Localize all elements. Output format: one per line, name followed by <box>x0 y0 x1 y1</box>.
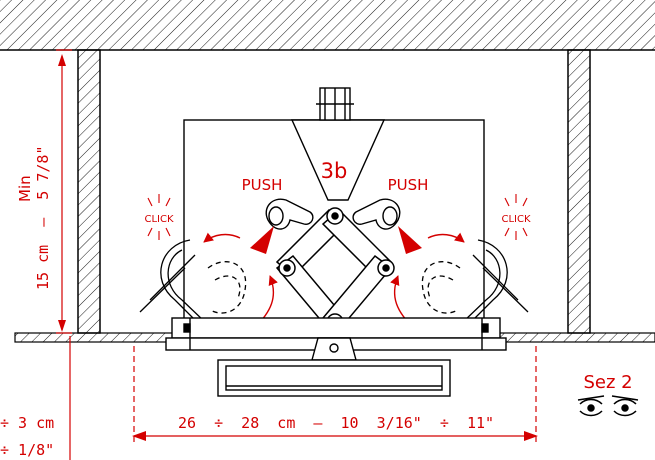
ceiling-stud-right <box>567 49 591 334</box>
thickness-dimension-cm: ÷ 3 cm <box>0 414 54 432</box>
fixture-lens <box>217 359 451 397</box>
ceiling-stud-left <box>77 49 101 334</box>
click-label-right: CLICK <box>501 214 530 225</box>
ceiling-slab <box>0 0 655 51</box>
thickness-dimension-in: ÷ 1/8" <box>0 441 54 459</box>
spring-clip-left <box>139 239 247 326</box>
width-dimension-label: 26 ÷ 28 cm – 10 3/16" ÷ 11" <box>178 414 494 432</box>
push-label-right: PUSH <box>388 176 429 194</box>
hand-left-icon <box>265 198 314 230</box>
spring-clip-right <box>421 239 529 326</box>
eyes-icon <box>577 395 639 417</box>
push-arrow-left-icon <box>250 226 274 254</box>
scissor-mechanism <box>275 207 395 332</box>
min-label: Min <box>16 175 34 202</box>
push-label-left: PUSH <box>242 176 283 194</box>
click-burst-right-icon <box>504 194 528 240</box>
fixture-trim <box>165 317 507 361</box>
hand-right-icon <box>352 198 401 230</box>
height-dimension-label: 15 cm – 5 7/8" <box>34 146 52 291</box>
push-arrow-right-icon <box>398 226 422 254</box>
height-dimension-line <box>56 49 72 334</box>
width-dimension-line <box>132 346 538 442</box>
click-burst-left-icon <box>147 194 171 240</box>
section-label: Sez 2 <box>583 372 632 393</box>
click-label-left: CLICK <box>144 214 173 225</box>
step-label: 3b <box>321 159 348 183</box>
